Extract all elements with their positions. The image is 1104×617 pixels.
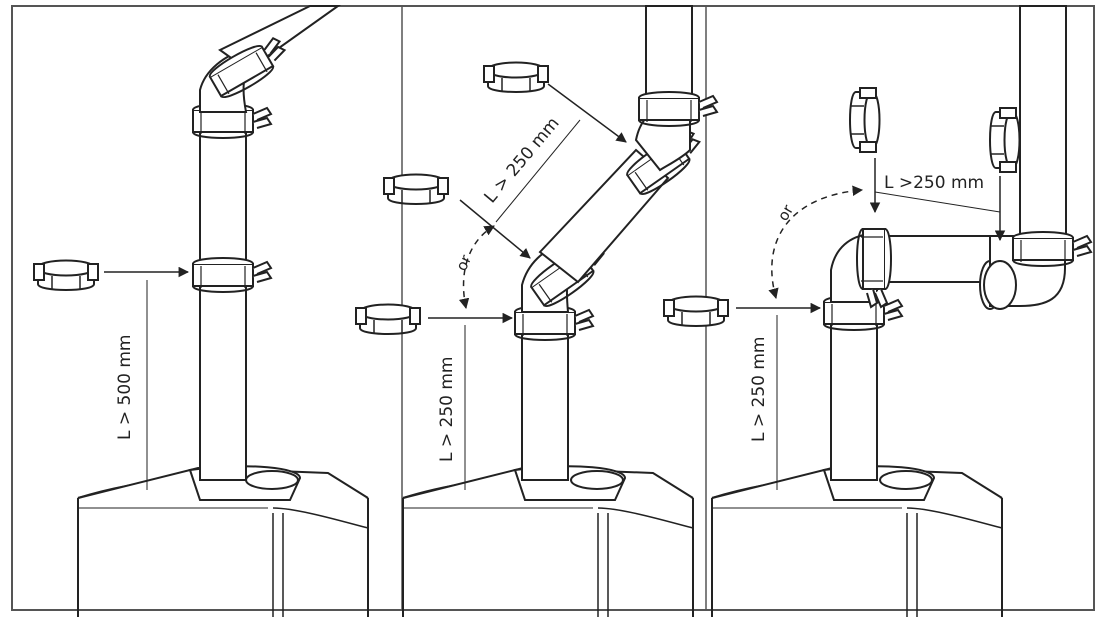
clamp-icon	[383, 173, 449, 205]
dimension-label-vertical: L > 250 mm	[437, 357, 457, 463]
clamp-icon	[663, 295, 729, 327]
dimension-label-vertical: L > 500 mm	[115, 335, 135, 441]
clamp-icon	[355, 303, 421, 335]
dimension-label-vertical: L > 250 mm	[749, 337, 769, 443]
clamp-icon	[989, 107, 1021, 173]
panel-horizontal-flue: or L >250 mm L > 250 mm	[663, 5, 1092, 617]
panel-vertical-flue: L > 500 mm	[33, 5, 369, 617]
dimension-label-diagonal: L > 250 mm	[481, 114, 564, 208]
panel-diagonal-flue: or L > 250 mm L > 250 mm	[355, 5, 718, 617]
clamp-icon	[33, 259, 99, 291]
clamp-icon	[483, 61, 549, 93]
or-label: or	[452, 251, 475, 273]
dimension-label-horizontal: L >250 mm	[884, 173, 984, 193]
or-label: or	[774, 201, 798, 224]
clamp-icon	[849, 87, 881, 153]
